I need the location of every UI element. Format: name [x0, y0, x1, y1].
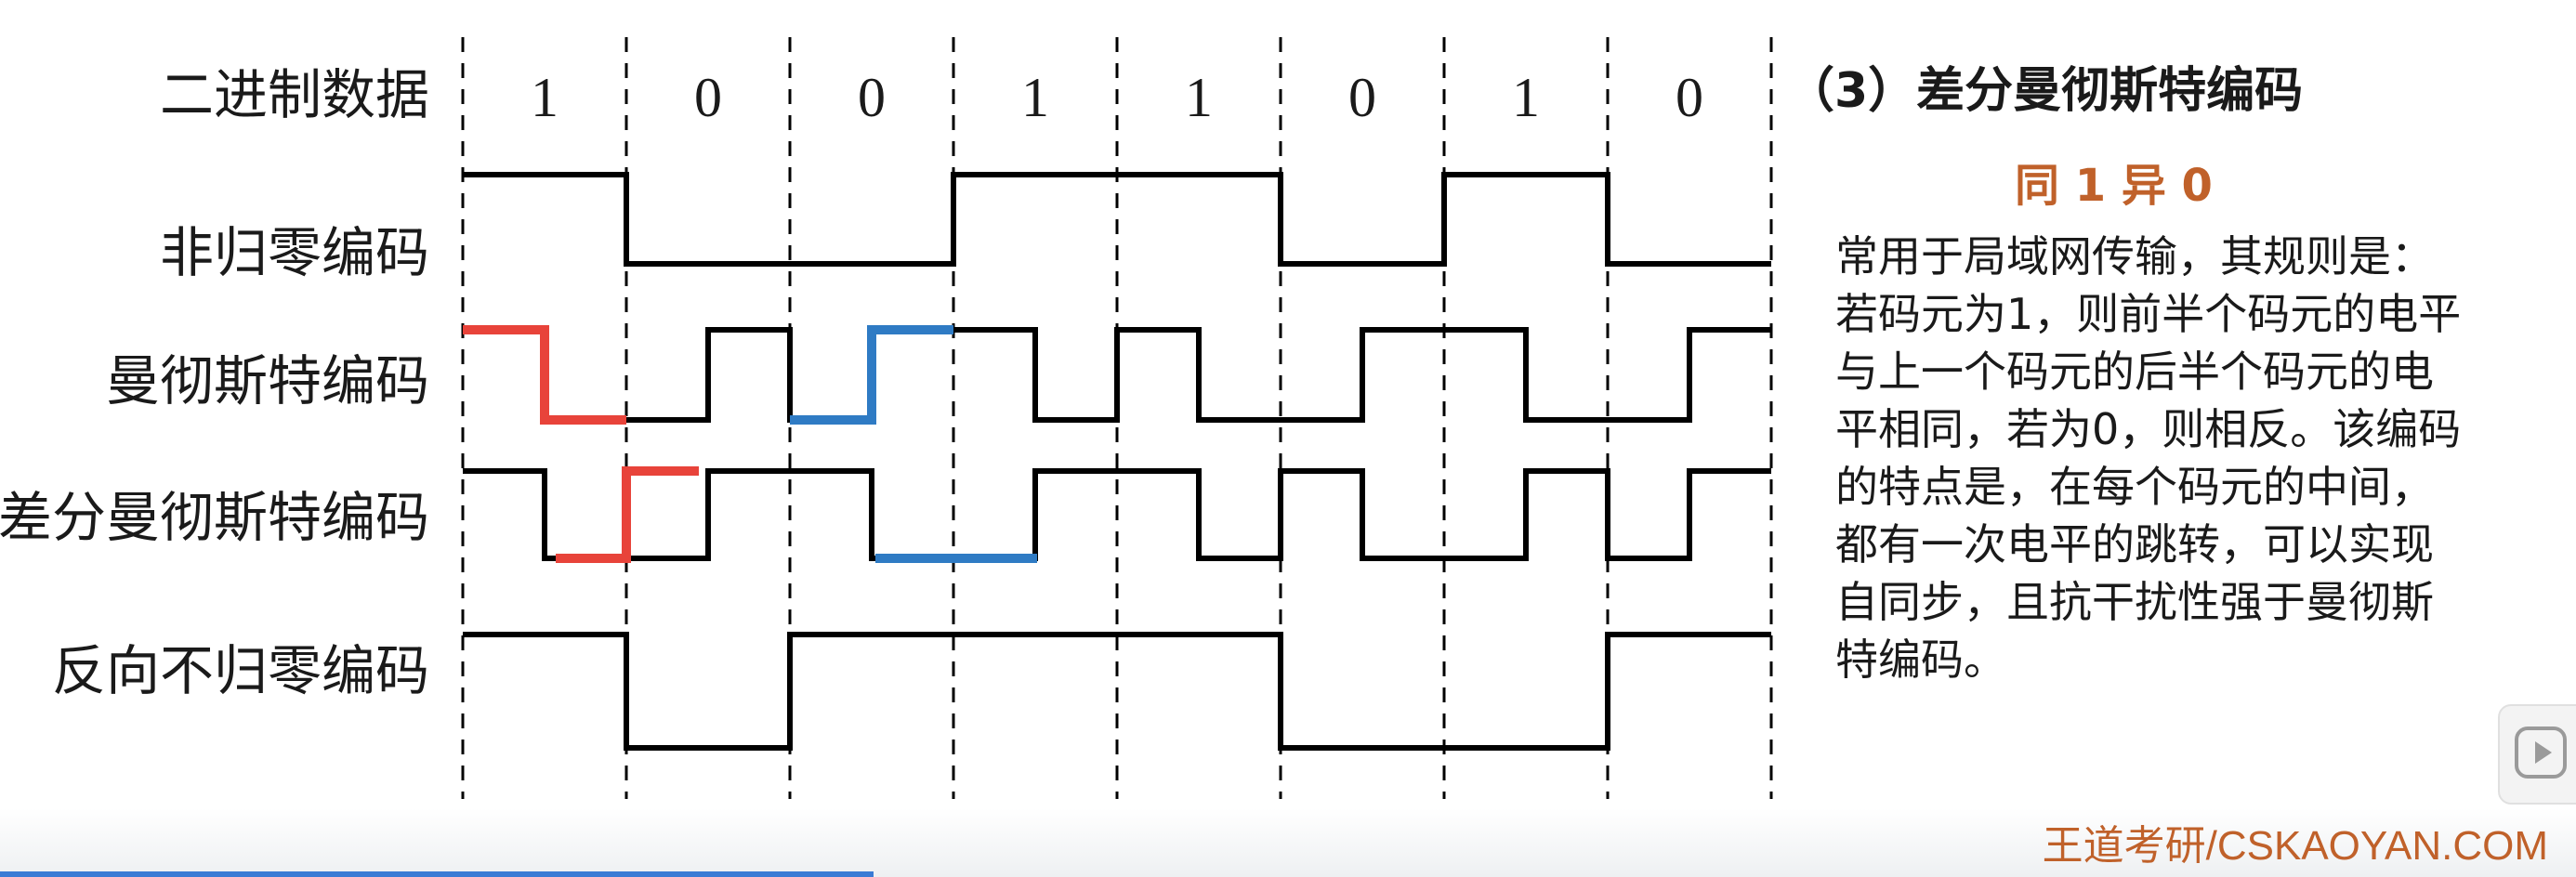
label-binary: 二进制数据 — [160, 63, 429, 126]
description: 常用于局域网传输，其规则是： 若码元为1，则前半个码元的电平 与上一个码元的后半… — [1835, 228, 2560, 688]
label-manchester: 曼彻斯特编码 — [106, 349, 429, 412]
highlight-blue-manchester — [790, 325, 953, 425]
bit-value: 0 — [694, 67, 722, 128]
description-line: 与上一个码元的后半个码元的电 — [1835, 347, 2434, 397]
description-line: 常用于局域网传输，其规则是： — [1835, 231, 2434, 281]
highlight-red-manchester — [463, 325, 626, 425]
description-line: 都有一次电平的跳转，可以实现 — [1835, 519, 2434, 569]
bit-values: 1 0 0 1 1 0 1 0 — [531, 67, 1703, 128]
label-diff-manchester: 差分曼彻斯特编码 — [0, 486, 429, 549]
label-nrzi: 反向不归零编码 — [52, 639, 429, 702]
description-line: 平相同，若为0，则相反。该编码 — [1835, 404, 2462, 454]
bit-value: 0 — [1676, 67, 1703, 128]
bit-value: 1 — [1512, 67, 1540, 128]
section-heading: （3）差分曼彻斯特编码 — [1786, 63, 2304, 119]
bit-value: 1 — [1021, 67, 1049, 128]
play-button[interactable] — [2498, 704, 2576, 805]
rule-text: 同 1 异 0 — [2015, 160, 2213, 212]
bit-value: 1 — [531, 67, 559, 128]
nrz-wave — [463, 172, 1771, 267]
manchester-wave — [463, 327, 1771, 423]
bit-value: 1 — [1185, 67, 1213, 128]
diff-manchester-wave — [463, 468, 1771, 561]
watermark: 王道考研/CSKAOYAN.COM — [2042, 823, 2548, 869]
highlight-red-diff — [556, 466, 699, 563]
description-line: 特编码。 — [1835, 635, 2006, 685]
waveforms — [463, 172, 1771, 751]
description-line: 若码元为1，则前半个码元的电平 — [1835, 289, 2462, 339]
video-progress-bar[interactable] — [0, 871, 874, 877]
nrzi-wave — [463, 632, 1771, 751]
description-line: 自同步，且抗干扰性强于曼彻斯 — [1835, 577, 2434, 627]
bit-value: 0 — [1348, 67, 1376, 128]
label-nrz: 非归零编码 — [160, 221, 429, 284]
footer-bar — [0, 808, 2576, 877]
description-line: 的特点是，在每个码元的中间， — [1835, 462, 2434, 512]
bit-value: 0 — [858, 67, 886, 128]
play-icon — [2515, 726, 2567, 779]
